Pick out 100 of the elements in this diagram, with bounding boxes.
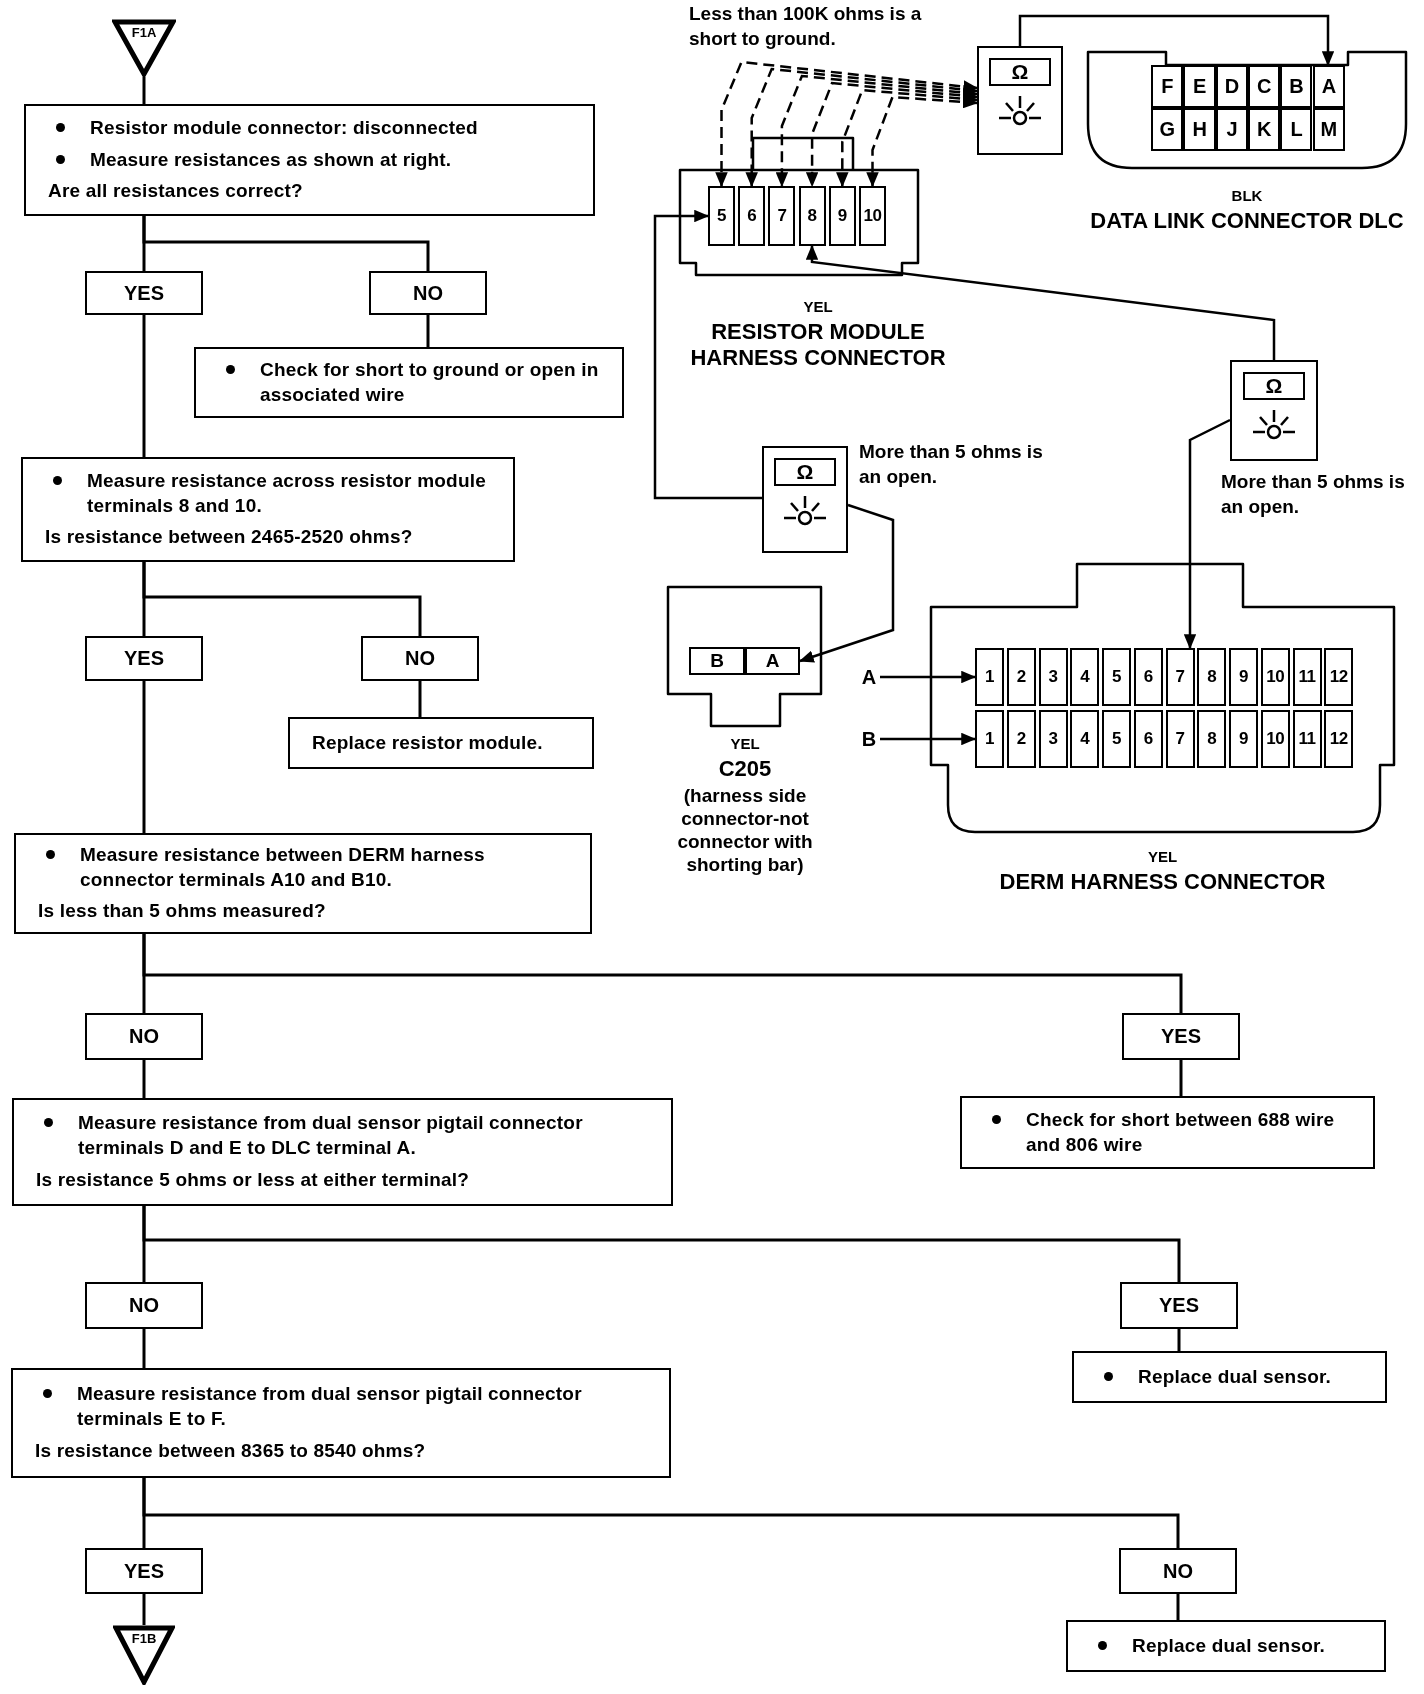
wire-color-code: YEL: [730, 735, 760, 753]
dashed-test-lead: [836, 88, 979, 188]
flow-line: [142, 315, 146, 457]
terminal-pin: C: [1247, 65, 1281, 108]
step-box: [11, 1368, 671, 1478]
flow-line: [1177, 1329, 1181, 1351]
question-text: Is less than 5 ohms measured?: [38, 899, 327, 924]
instruction-text: Replace resistor module.: [312, 730, 544, 755]
terminal-pin: 9: [1229, 710, 1258, 768]
connector-label: F1A: [131, 25, 157, 40]
terminal-pin: 3: [1038, 710, 1068, 768]
instruction-text: Check for short between 688 wire and 806 wire: [992, 1107, 1363, 1158]
terminal-pin: 7: [1165, 648, 1195, 706]
flow-line: [1176, 1594, 1180, 1620]
flow-line: [142, 1594, 146, 1625]
flow-line: [142, 1478, 1180, 1548]
flow-line: [142, 681, 146, 833]
terminal-pin: 2: [1006, 710, 1036, 768]
answer-box: YES: [85, 636, 203, 681]
terminal-pin: 11: [1292, 648, 1322, 706]
instruction-text: Resistor module connector: disconnected: [56, 115, 583, 141]
multimeter: [762, 446, 848, 553]
instruction-text: Replace dual sensor.: [1098, 1633, 1374, 1659]
terminal-pin: 5: [1102, 710, 1131, 768]
row-label: A: [858, 664, 880, 690]
question-text: Are all resistances correct?: [48, 179, 304, 204]
terminal-pin: 8: [798, 186, 826, 246]
terminal-pin: 6: [1133, 710, 1163, 768]
terminal-pin: 11: [1292, 710, 1322, 768]
meter-note: Less than 100K ohms is a short to ground.: [689, 2, 923, 51]
answer-box: YES: [85, 1548, 203, 1594]
terminal-pin: 10: [859, 186, 886, 246]
answer-box: NO: [85, 1282, 203, 1329]
terminal-pin: 12: [1324, 648, 1354, 706]
step-box: [194, 347, 624, 418]
multimeter: [977, 46, 1063, 155]
step-box: [288, 717, 594, 769]
off-page-connector: [113, 1625, 175, 1685]
step-box: [1066, 1620, 1386, 1672]
terminal-pin: 4: [1070, 648, 1100, 706]
step-box: [14, 833, 592, 934]
instruction-text: Measure resistance from dual sensor pigtail connector terminals E to F.: [43, 1382, 659, 1432]
instruction-text: Measure resistance across resistor module terminals 8 and 10.: [53, 468, 503, 519]
instruction-text: Measure resistance from dual sensor pigtail connector terminals D and E to DLC terminal A.: [44, 1111, 661, 1161]
connector-label: F1B: [131, 1631, 157, 1646]
terminal-pin: 2: [1006, 648, 1036, 706]
off-page-connector: [112, 19, 176, 77]
test-lead: [880, 732, 977, 746]
test-lead: [805, 244, 1276, 360]
step-box: [24, 104, 595, 216]
step-box: [12, 1098, 673, 1206]
question-text: Is resistance 5 ohms or less at either terminal?: [36, 1167, 471, 1192]
instruction-text: Replace dual sensor.: [1104, 1364, 1375, 1390]
terminal-pin: 4: [1070, 710, 1100, 768]
ohm-display: Ω: [1243, 372, 1305, 400]
flow-line: [1179, 1060, 1183, 1096]
step-box: [960, 1096, 1375, 1169]
flow-line: [142, 1060, 146, 1098]
terminal-pin: 9: [828, 186, 856, 246]
terminal-pin: 5: [708, 186, 735, 246]
wire-color-code: BLK: [1231, 187, 1263, 205]
answer-box: NO: [369, 271, 487, 315]
answer-box: NO: [361, 636, 479, 681]
terminal-pin: L: [1280, 108, 1313, 151]
instruction-text: Measure resistance between DERM harness connector terminals A10 and B10.: [46, 842, 580, 893]
test-lead: [1018, 14, 1335, 67]
flow-line: [418, 681, 422, 717]
step-box: [1072, 1351, 1387, 1403]
instruction-text: Check for short to ground or open in associated wire: [226, 357, 612, 408]
terminal-pin: 8: [1197, 710, 1227, 768]
connector-note: (harness side connector-not connector with shorting bar): [676, 785, 814, 877]
terminal-pin: E: [1183, 65, 1216, 108]
wire-color-code: YEL: [803, 298, 833, 316]
meter-note: More than 5 ohms is an open.: [1221, 470, 1406, 519]
connector-name: DATA LINK CONNECTOR DLC: [1090, 208, 1404, 235]
ohm-display: Ω: [774, 458, 836, 486]
flow-line: [142, 562, 422, 636]
dashed-test-lead: [715, 60, 979, 188]
terminal-pin: 12: [1324, 710, 1354, 768]
terminal-pin: 9: [1229, 648, 1258, 706]
dashed-test-lead: [866, 95, 979, 188]
terminal-pin: A: [744, 647, 800, 675]
test-lead: [880, 670, 977, 684]
flow-line: [142, 1329, 146, 1368]
meter-note: More than 5 ohms is an open.: [859, 440, 1044, 489]
flow-line: [142, 216, 430, 271]
terminal-pin: F: [1151, 65, 1184, 108]
flow-line: [426, 315, 430, 347]
terminal-pin: 10: [1260, 648, 1290, 706]
terminal-pin: 5: [1102, 648, 1131, 706]
answer-box: YES: [1122, 1013, 1240, 1060]
terminal-pin: 6: [738, 186, 766, 246]
wire-color-code: YEL: [1147, 848, 1178, 866]
test-lead: [653, 209, 762, 500]
dashed-test-lead: [805, 81, 979, 188]
step-box: [21, 457, 515, 562]
connector-name: RESISTOR MODULE HARNESS CONNECTOR: [689, 319, 947, 372]
terminal-pin: 7: [1165, 710, 1195, 768]
question-text: Is resistance between 2465-2520 ohms?: [45, 525, 414, 550]
terminal-pin: 10: [1260, 710, 1290, 768]
